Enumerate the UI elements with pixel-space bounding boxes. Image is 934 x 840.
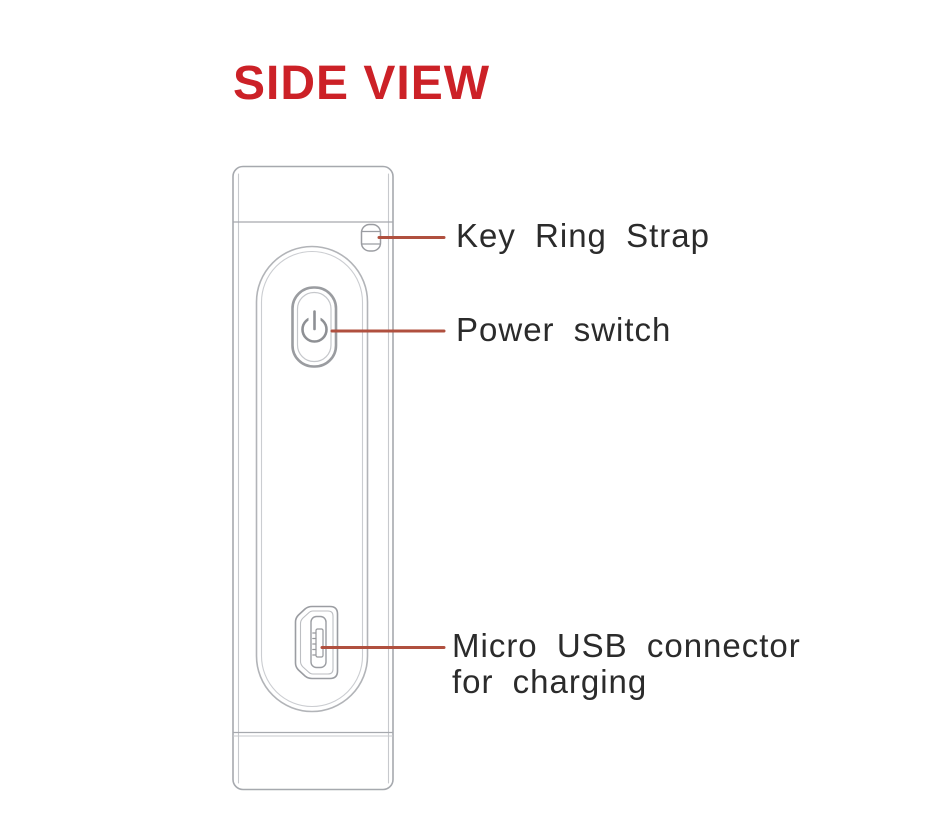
power-button-outline [291, 286, 338, 368]
usb-pin-block [315, 628, 324, 658]
front-panel-outline [255, 245, 369, 713]
power-button [291, 286, 338, 368]
micro-usb-label-line1: Micro USB connector [452, 627, 801, 664]
power-switch-label: Power switch [456, 311, 672, 348]
front-panel-inner-outline [260, 250, 364, 708]
front-panel [255, 245, 369, 713]
page-title: SIDE VIEW [233, 57, 491, 110]
power-button-inner-outline [296, 291, 332, 363]
micro-usb-label: Micro USB connector for charging [452, 628, 801, 700]
micro-usb-port [294, 605, 339, 680]
usb-pins [312, 632, 317, 656]
key-ring-strap-label: Key Ring Strap [456, 217, 710, 254]
power-icon [301, 310, 328, 343]
leader-lines [320, 236, 446, 649]
micro-usb-label-line2: for charging [452, 663, 648, 700]
usb-inner-shell [299, 610, 334, 675]
device-body-outline [232, 165, 394, 791]
usb-slot [310, 615, 327, 669]
usb-outer-shell [294, 605, 339, 680]
device-body [232, 165, 394, 791]
